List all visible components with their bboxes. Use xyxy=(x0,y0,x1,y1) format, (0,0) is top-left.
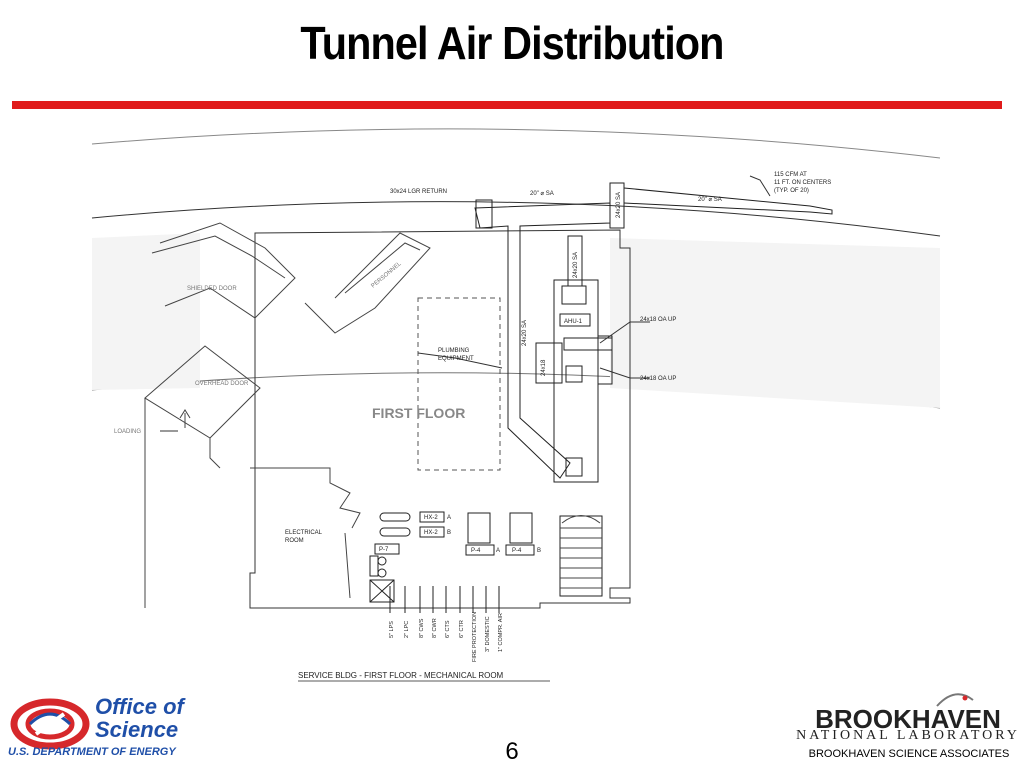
label-first-floor: FIRST FLOOR xyxy=(372,405,465,421)
label-pipe: 6" CTR xyxy=(459,620,465,638)
tunnel-branch-duct xyxy=(623,187,833,215)
label-pipe: 8" CWR xyxy=(432,618,438,638)
label-pipe: FIRE PROTECTION xyxy=(472,612,478,662)
hx-2a-unit xyxy=(379,512,411,522)
label-pipe: 6" CTS xyxy=(445,620,451,638)
brookhaven-science-associates: BROOKHAVEN SCIENCE ASSOCIATES xyxy=(808,748,1010,760)
page-number: 6 xyxy=(505,738,519,765)
label-cfm-1: 115 CFM AT xyxy=(774,172,807,178)
label-hx2b-b: B xyxy=(447,530,451,536)
label-ahu: AHU-1 xyxy=(564,319,583,325)
label-duct-24x20-riser: 24x20 SA xyxy=(573,252,579,278)
tunnel-wall-inner xyxy=(91,201,941,237)
personnel-corridor xyxy=(304,232,431,334)
building-outline xyxy=(249,229,631,609)
label-p4a-a: A xyxy=(496,548,500,554)
label-p7: P-7 xyxy=(379,547,389,553)
brookhaven-logo-text: BROOKHAVEN xyxy=(815,704,1001,734)
label-pipe: 3" DOMESTIC xyxy=(485,616,491,652)
hx-2b-unit xyxy=(379,527,411,537)
label-overhead-door: OVERHEAD DOOR xyxy=(195,381,249,387)
label-p4b: P-4 xyxy=(512,548,522,554)
label-oa-lower: 24x18 OA UP xyxy=(640,376,676,382)
label-cfm-3: (TYP. OF 20) xyxy=(774,188,809,194)
office-of-science-line-1: Office of xyxy=(95,694,184,719)
national-laboratory-text: NATIONAL LABORATORY xyxy=(796,728,1020,743)
label-duct-24x18: 24x18 xyxy=(541,359,547,376)
supply-duct-main xyxy=(474,202,611,479)
electrical-room-wall xyxy=(250,467,361,529)
label-pipe: 5" LPS xyxy=(389,621,395,638)
label-electrical-2: ROOM xyxy=(285,538,304,544)
floor-plan-diagram: 30x24 LGR RETURN 20" ⌀ SA 20" ⌀ SA 115 C… xyxy=(91,128,941,682)
label-oa-upper: 24x18 OA UP xyxy=(640,317,676,323)
label-pipe: 8" CWS xyxy=(419,618,425,638)
ahu-enclosure xyxy=(553,279,599,483)
office-of-science-logo-icon xyxy=(10,698,90,750)
ahu-unit xyxy=(559,313,591,327)
pump-p4b xyxy=(509,512,533,544)
pump-p7 xyxy=(374,543,400,555)
panel-box xyxy=(369,579,395,603)
slide-title: Tunnel Air Distribution xyxy=(300,17,724,69)
label-sa-20-branch: 20" ⌀ SA xyxy=(698,197,722,203)
office-of-science-line-2: Science xyxy=(95,717,179,742)
label-cfm-2: 11 FT. ON CENTERS xyxy=(774,180,831,186)
label-p4a: P-4 xyxy=(471,548,481,554)
diagram-caption: SERVICE BLDG - FIRST FLOOR - MECHANICAL … xyxy=(298,671,504,680)
label-loading: LOADING xyxy=(114,429,141,435)
label-electrical-1: ELECTRICAL xyxy=(285,530,323,536)
label-hx2b: HX-2 xyxy=(424,530,438,536)
label-return: 30x24 LGR RETURN xyxy=(390,189,447,195)
overhead-door-area xyxy=(144,345,261,439)
doe-label: U.S. DEPARTMENT OF ENERGY xyxy=(8,746,176,758)
label-pipe: 1" COMPR. AIR xyxy=(498,613,504,652)
label-plumbing-1: PLUMBING xyxy=(438,348,470,354)
label-personnel: PERSONNEL xyxy=(370,261,403,290)
label-p4b-b: B xyxy=(537,548,541,554)
label-shielded-door: SHIELDED DOOR xyxy=(187,286,237,292)
label-sa-20-upper: 20" ⌀ SA xyxy=(530,191,554,197)
pump-p4a xyxy=(467,512,491,544)
label-duct-24x20-top: 24x20 SA xyxy=(616,192,622,218)
shielded-door-corridor xyxy=(159,222,296,319)
plumbing-equipment-area xyxy=(417,297,501,471)
label-pipe: 2" LPC xyxy=(404,621,410,638)
label-plumbing-2: EQUIPMENT xyxy=(438,356,474,362)
brookhaven-swoosh-icon xyxy=(936,693,974,707)
label-hx2a-a: A xyxy=(447,515,451,521)
tunnel-wall-outer xyxy=(91,128,941,159)
pipe-risers xyxy=(389,586,500,613)
label-hx2a: HX-2 xyxy=(424,515,438,521)
label-duct-24x20-main: 24x20 SA xyxy=(522,320,528,346)
title-underline-bar xyxy=(12,101,1002,109)
